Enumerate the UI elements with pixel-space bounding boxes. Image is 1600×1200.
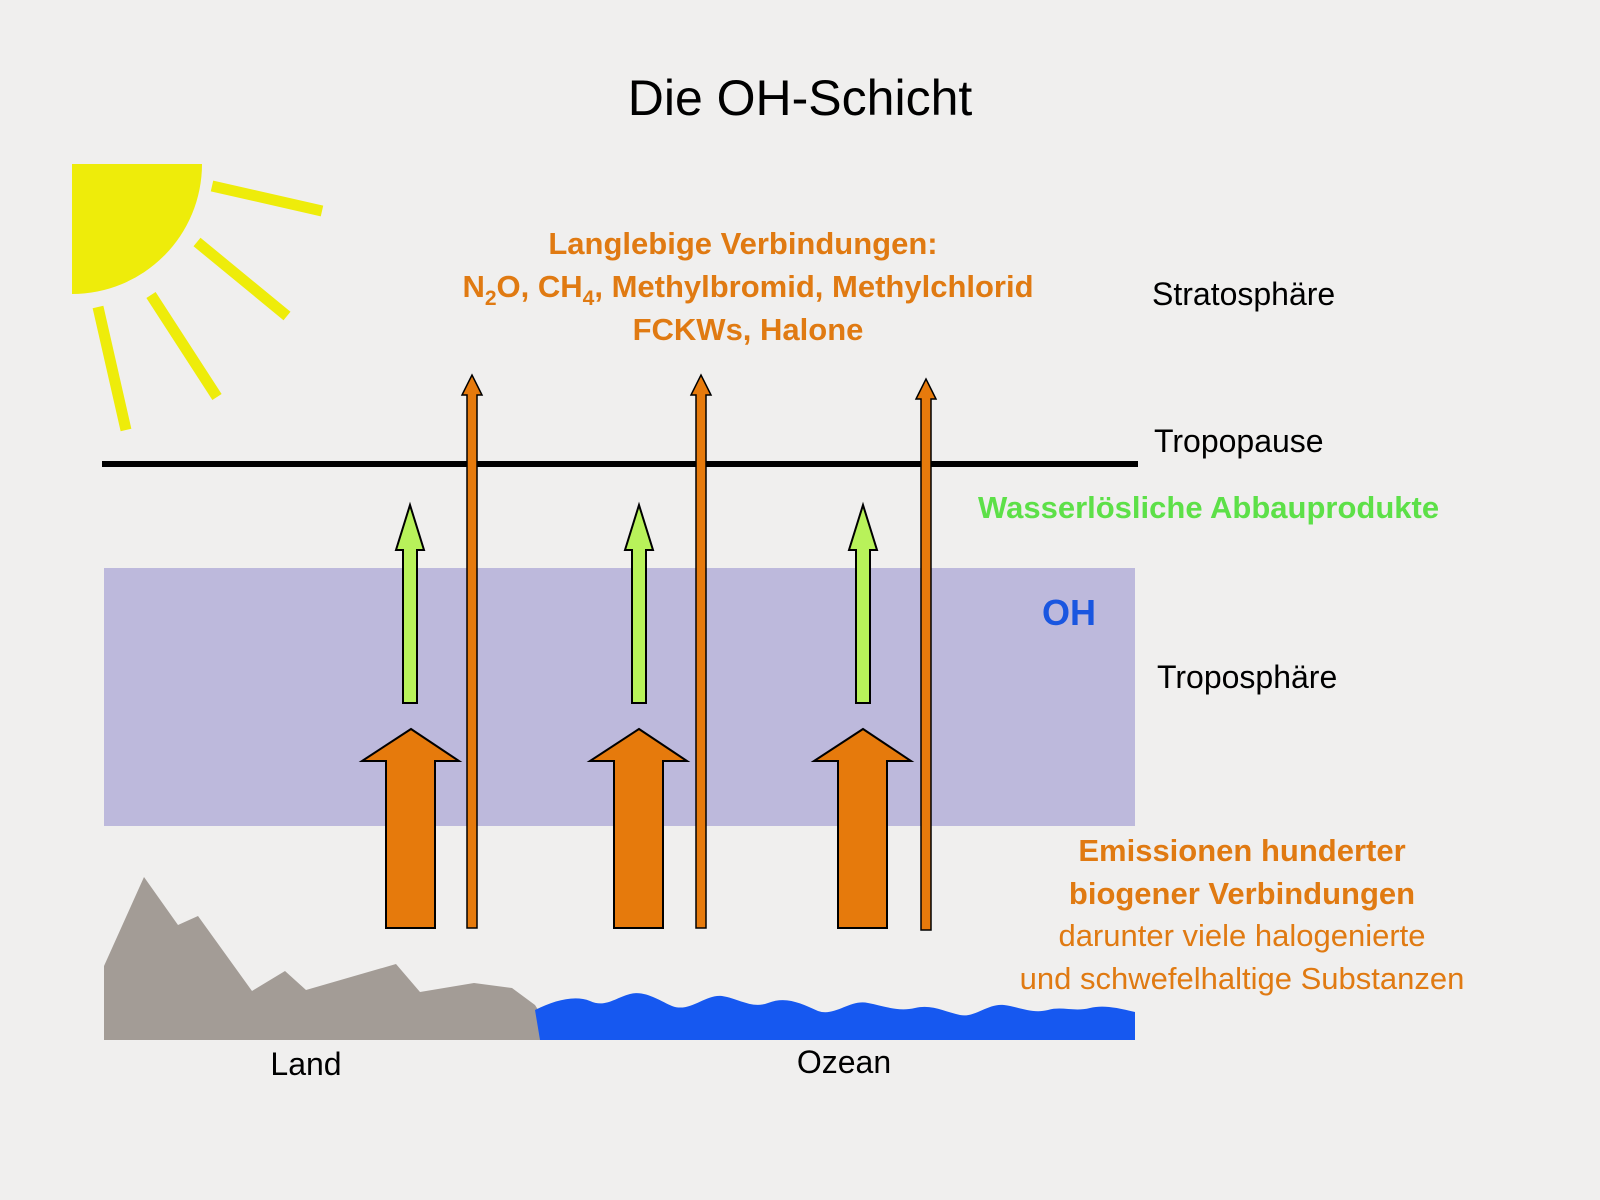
- arrow-up-icon-longlived-3: [914, 377, 938, 931]
- arrow-up-icon-green-1: [394, 501, 426, 704]
- oh-label: OH: [1042, 592, 1096, 633]
- mountain-land-icon: [104, 877, 557, 1040]
- ocean-label: Ozean: [797, 1044, 891, 1080]
- emissions-line-2: biogener Verbindungen: [1069, 876, 1415, 911]
- diagram-title: Die OH-Schicht: [628, 70, 973, 126]
- emissions-line-1: Emissionen hunderter: [1078, 833, 1405, 868]
- arrow-up-icon-longlived-2: [689, 373, 713, 929]
- arrow-up-icon-emission-1: [358, 727, 463, 929]
- long-lived-heading: Langlebige Verbindungen:: [548, 226, 937, 261]
- arrow-up-icon-longlived-1: [460, 373, 484, 929]
- sun-icon: [72, 164, 324, 432]
- land-label: Land: [270, 1046, 341, 1082]
- long-lived-fckw: FCKWs, Halone: [633, 312, 864, 347]
- long-lived-compounds: N2O, CH4, Methylbromid, Methylchlorid: [462, 269, 1033, 310]
- arrow-up-icon-green-3: [847, 501, 879, 704]
- ocean-wave-icon: [535, 993, 1135, 1040]
- stratosphere-label: Stratosphäre: [1152, 276, 1335, 312]
- emissions-line-4: und schwefelhaltige Substanzen: [1020, 961, 1465, 996]
- arrow-up-icon-emission-3: [810, 727, 915, 929]
- arrow-up-icon-emission-2: [586, 727, 691, 929]
- water-soluble-label: Wasserlösliche Abbauprodukte: [978, 490, 1439, 525]
- emissions-line-3: darunter viele halogenierte: [1058, 918, 1425, 953]
- troposphere-label: Troposphäre: [1157, 659, 1337, 695]
- arrow-up-icon-green-2: [623, 501, 655, 704]
- tropopause-label: Tropopause: [1154, 423, 1324, 459]
